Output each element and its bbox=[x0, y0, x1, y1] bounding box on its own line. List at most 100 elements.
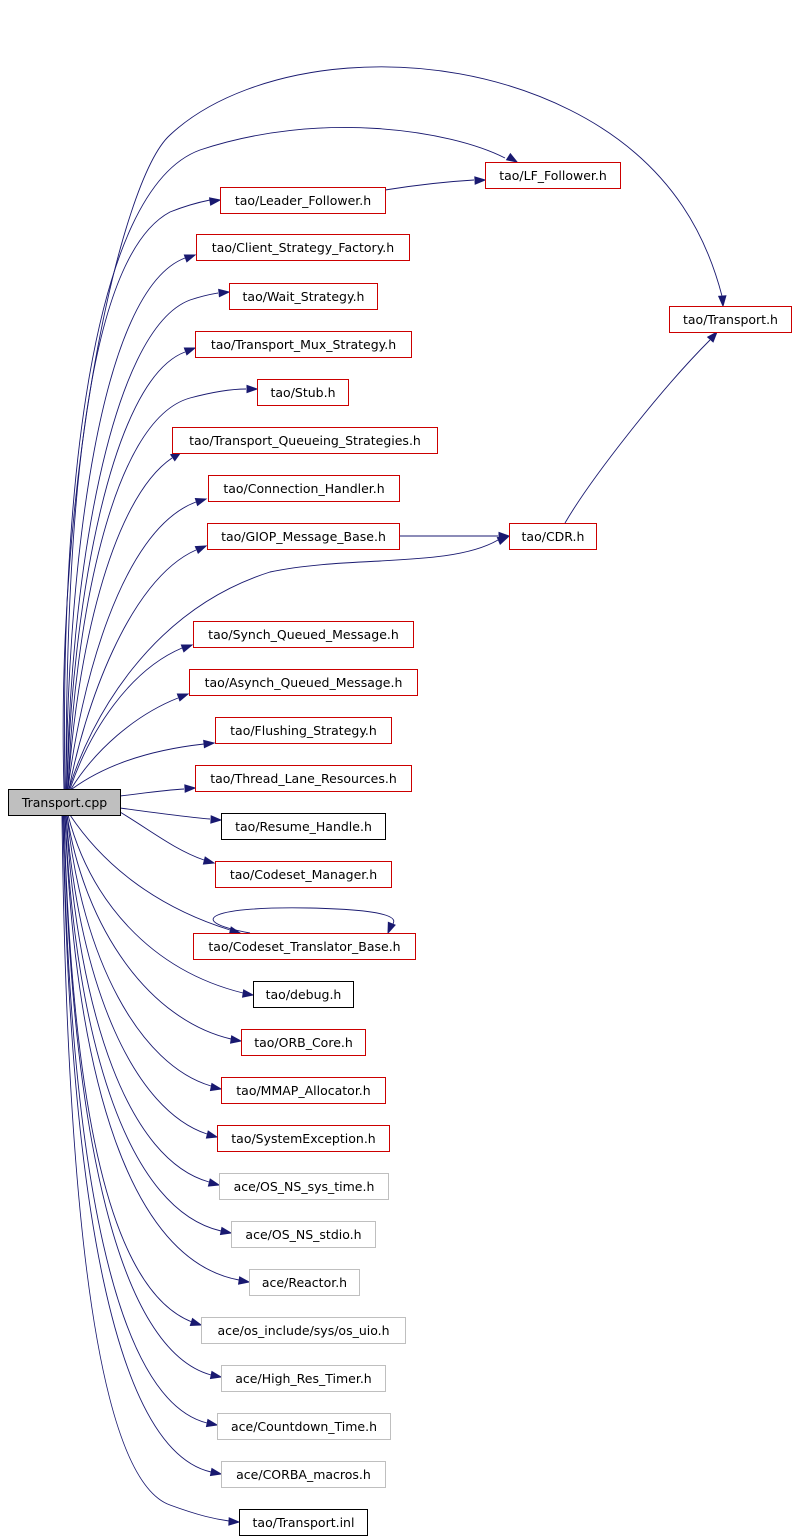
node-box bbox=[208, 475, 400, 502]
node-box bbox=[253, 981, 354, 1008]
node-synch_queued_message[interactable]: tao/Synch_Queued_Message.h bbox=[193, 621, 414, 648]
node-label: tao/Leader_Follower.h bbox=[235, 193, 371, 208]
node-orb_core[interactable]: tao/ORB_Core.h bbox=[241, 1029, 366, 1056]
node-label: ace/CORBA_macros.h bbox=[236, 1467, 371, 1482]
edge-line bbox=[119, 788, 185, 797]
arrowhead-icon bbox=[209, 1082, 223, 1092]
node-label: tao/Transport_Mux_Strategy.h bbox=[211, 337, 396, 352]
edge-line bbox=[564, 339, 711, 524]
node-box bbox=[195, 765, 412, 792]
edge-line bbox=[69, 647, 183, 790]
arrowhead-icon bbox=[218, 288, 231, 298]
edge-line bbox=[63, 814, 212, 1376]
arrowhead-icon bbox=[387, 921, 396, 935]
edge-line bbox=[70, 697, 179, 790]
edge-line bbox=[66, 814, 232, 1040]
node-os_ns_stdio[interactable]: ace/OS_NS_stdio.h bbox=[231, 1221, 376, 1248]
node-box bbox=[201, 1317, 406, 1344]
arrowhead-icon bbox=[505, 152, 519, 163]
node-codeset_translator_base[interactable]: tao/Codeset_Translator_Base.h bbox=[193, 933, 416, 960]
node-label: tao/Stub.h bbox=[270, 385, 335, 400]
arrowhead-icon bbox=[180, 644, 194, 653]
edge-line bbox=[65, 257, 186, 790]
arrowhead-icon bbox=[189, 1317, 203, 1327]
node-connection_handler[interactable]: tao/Connection_Handler.h bbox=[208, 475, 400, 502]
edge-line bbox=[62, 66, 723, 790]
node-label: tao/SystemException.h bbox=[231, 1131, 375, 1146]
edge-root-to-lf_follower bbox=[64, 127, 519, 790]
nodes-layer: Transport.cpptao/LF_Follower.htao/Leader… bbox=[8, 162, 792, 1536]
node-label: tao/Synch_Queued_Message.h bbox=[208, 627, 399, 642]
edge-line bbox=[68, 549, 197, 790]
arrowhead-icon bbox=[498, 531, 511, 541]
edge-root-to-stub bbox=[67, 384, 259, 790]
arrowhead-icon bbox=[183, 347, 197, 356]
node-lf_follower[interactable]: tao/LF_Follower.h bbox=[485, 162, 621, 189]
node-label: ace/OS_NS_sys_time.h bbox=[234, 1179, 375, 1194]
edge-root-to-connection_handler bbox=[67, 497, 208, 790]
node-asynch_queued_message[interactable]: tao/Asynch_Queued_Message.h bbox=[189, 669, 418, 696]
node-stub[interactable]: tao/Stub.h bbox=[257, 379, 349, 406]
node-os_uio[interactable]: ace/os_include/sys/os_uio.h bbox=[201, 1317, 406, 1344]
edge-line bbox=[65, 199, 211, 790]
node-corba_macros[interactable]: ace/CORBA_macros.h bbox=[221, 1461, 386, 1488]
node-box bbox=[221, 813, 386, 840]
node-transport_inl[interactable]: tao/Transport.inl bbox=[239, 1509, 368, 1536]
node-mmap_allocator[interactable]: tao/MMAP_Allocator.h bbox=[221, 1077, 386, 1104]
node-countdown_time[interactable]: ace/Countdown_Time.h bbox=[217, 1413, 391, 1440]
node-codeset_manager[interactable]: tao/Codeset_Manager.h bbox=[215, 861, 392, 888]
node-box bbox=[249, 1269, 360, 1296]
node-giop_message_base[interactable]: tao/GIOP_Message_Base.h bbox=[207, 523, 400, 550]
edge-root-to-orb_core bbox=[66, 814, 243, 1044]
arrowhead-icon bbox=[246, 384, 259, 394]
edge-root-to-os_ns_stdio bbox=[64, 814, 233, 1236]
edge-giop_message_base-to-cdr bbox=[399, 531, 511, 541]
node-box bbox=[221, 1365, 386, 1392]
edge-root-to-system_exception bbox=[65, 814, 219, 1139]
arrowhead-icon bbox=[717, 295, 727, 308]
node-reactor[interactable]: ace/Reactor.h bbox=[249, 1269, 360, 1296]
arrowhead-icon bbox=[209, 1370, 223, 1380]
node-label: tao/CDR.h bbox=[522, 529, 585, 544]
arrowhead-icon bbox=[176, 693, 190, 702]
node-label: tao/GIOP_Message_Base.h bbox=[221, 529, 386, 544]
node-box bbox=[220, 187, 386, 214]
arrowhead-icon bbox=[474, 176, 487, 185]
edge-line bbox=[67, 388, 247, 790]
arrowhead-icon bbox=[183, 254, 197, 263]
node-flushing_strategy[interactable]: tao/Flushing_Strategy.h bbox=[215, 717, 392, 744]
edge-line bbox=[62, 814, 212, 1473]
node-client_strategy_factory[interactable]: tao/Client_Strategy_Factory.h bbox=[196, 234, 410, 261]
node-cdr[interactable]: tao/CDR.h bbox=[509, 523, 597, 550]
node-box bbox=[257, 379, 349, 406]
node-box bbox=[231, 1221, 376, 1248]
node-transport_mux_strategy[interactable]: tao/Transport_Mux_Strategy.h bbox=[195, 331, 412, 358]
node-high_res_timer[interactable]: ace/High_Res_Timer.h bbox=[221, 1365, 386, 1392]
arrowhead-icon bbox=[219, 1226, 233, 1236]
node-resume_handle[interactable]: tao/Resume_Handle.h bbox=[221, 813, 386, 840]
edge-line bbox=[67, 457, 173, 790]
node-box bbox=[195, 331, 412, 358]
edge-line bbox=[66, 814, 212, 1087]
node-debug[interactable]: tao/debug.h bbox=[253, 981, 354, 1008]
node-box bbox=[189, 669, 418, 696]
edge-root-to-synch_queued_message bbox=[69, 644, 194, 790]
node-transport_queueing_strategies[interactable]: tao/Transport_Queueing_Strategies.h bbox=[172, 427, 438, 454]
node-label: tao/debug.h bbox=[266, 987, 342, 1002]
edge-root-to-os_ns_sys_time bbox=[65, 814, 221, 1187]
edge-line bbox=[384, 179, 475, 191]
edge-line bbox=[62, 814, 208, 1424]
edge-line bbox=[63, 814, 193, 1323]
node-box bbox=[239, 1509, 368, 1536]
node-thread_lane_resources[interactable]: tao/Thread_Lane_Resources.h bbox=[195, 765, 412, 792]
node-os_ns_sys_time[interactable]: ace/OS_NS_sys_time.h bbox=[219, 1173, 389, 1200]
node-system_exception[interactable]: tao/SystemException.h bbox=[217, 1125, 390, 1152]
node-wait_strategy[interactable]: tao/Wait_Strategy.h bbox=[229, 283, 378, 310]
node-label: tao/Flushing_Strategy.h bbox=[230, 723, 377, 738]
node-leader_follower[interactable]: tao/Leader_Follower.h bbox=[220, 187, 386, 214]
node-label: ace/OS_NS_stdio.h bbox=[245, 1227, 361, 1242]
arrowhead-icon bbox=[202, 856, 216, 865]
node-transport_h[interactable]: tao/Transport.h bbox=[669, 306, 792, 333]
node-box bbox=[221, 1461, 386, 1488]
node-box bbox=[217, 1125, 390, 1152]
